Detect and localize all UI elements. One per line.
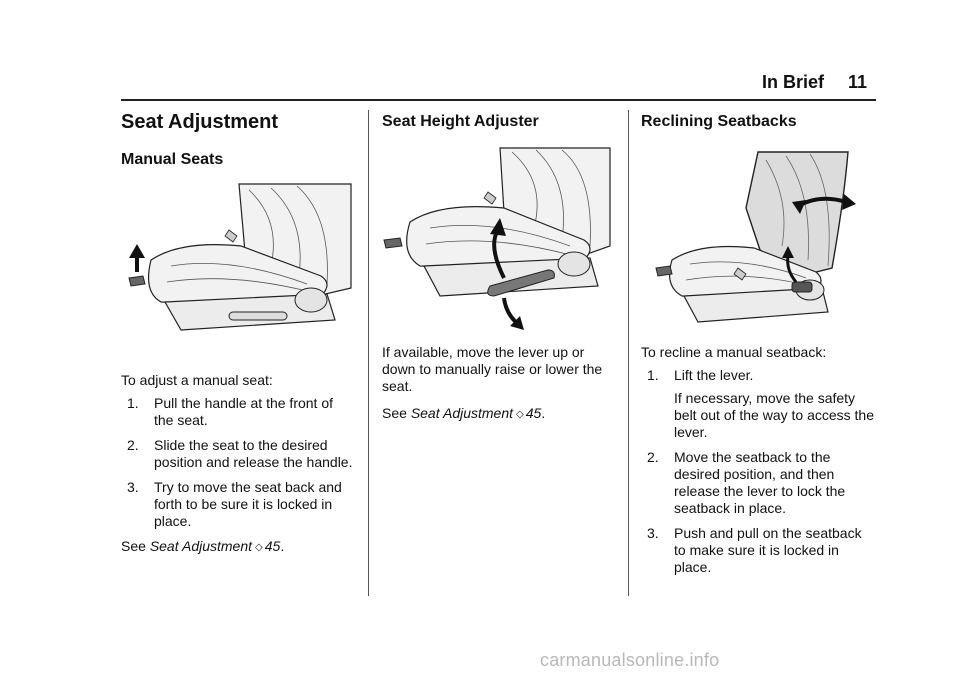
reclining-seatback-illustration bbox=[655, 151, 856, 323]
intro-text: To adjust a manual seat: bbox=[121, 372, 273, 388]
column-reclining-seatbacks: Reclining Seatbacks bbox=[641, 110, 877, 132]
steps-list: 1.Pull the handle at the front of the se… bbox=[121, 395, 356, 530]
column-divider bbox=[628, 110, 629, 596]
subsection-heading: Manual Seats bbox=[121, 151, 224, 168]
section-heading: Seat Height Adjuster bbox=[382, 113, 539, 130]
header-rule bbox=[121, 99, 876, 101]
manual-seats-body: To adjust a manual seat: 1.Pull the hand… bbox=[121, 372, 356, 556]
list-item: 3.Push and pull on the seatback to make … bbox=[647, 525, 862, 575]
page-ref-icon: ◇ bbox=[516, 409, 524, 420]
steps-list: 1.Lift the lever. If necessary, move the… bbox=[641, 367, 877, 576]
list-item: 1.Lift the lever. If necessary, move the… bbox=[641, 367, 877, 441]
page-header: In Brief 11 bbox=[0, 72, 960, 96]
xref-link[interactable]: Seat Adjustment bbox=[410, 405, 514, 421]
height-adjuster-illustration bbox=[383, 147, 611, 330]
step-note: If necessary, move the safety belt out o… bbox=[674, 390, 875, 440]
cross-reference: See Seat Adjustment◇45. bbox=[121, 538, 285, 554]
section-title: In Brief bbox=[762, 72, 825, 92]
reclining-seatbacks-body: To recline a manual seatback: 1.Lift the… bbox=[641, 344, 877, 584]
height-adjuster-body: If available, move the lever up or down … bbox=[382, 344, 610, 423]
section-heading: Reclining Seatbacks bbox=[641, 113, 797, 130]
manual-seat-illustration bbox=[128, 183, 352, 331]
list-item: 1.Pull the handle at the front of the se… bbox=[127, 395, 334, 428]
column-divider bbox=[368, 110, 369, 596]
list-item: 2.Slide the seat to the desired position… bbox=[127, 437, 353, 470]
list-item: 2.Move the seatback to the desired posit… bbox=[647, 449, 846, 516]
section-heading: Seat Adjustment bbox=[121, 111, 279, 133]
xref-link[interactable]: Seat Adjustment bbox=[149, 538, 253, 554]
column-height-adjuster: Seat Height Adjuster bbox=[382, 110, 612, 132]
body-text: If available, move the lever up or down … bbox=[382, 344, 603, 394]
intro-text: To recline a manual seatback: bbox=[641, 344, 827, 360]
page-ref-icon: ◇ bbox=[255, 542, 263, 553]
page-number: 11 bbox=[848, 72, 868, 92]
column-manual-seats: Seat Adjustment Manual Seats bbox=[121, 110, 356, 170]
cross-reference: See Seat Adjustment◇45. bbox=[382, 405, 546, 421]
list-item: 3.Try to move the seat back and forth to… bbox=[127, 479, 342, 529]
watermark: carmanualsonline.info bbox=[540, 650, 720, 670]
